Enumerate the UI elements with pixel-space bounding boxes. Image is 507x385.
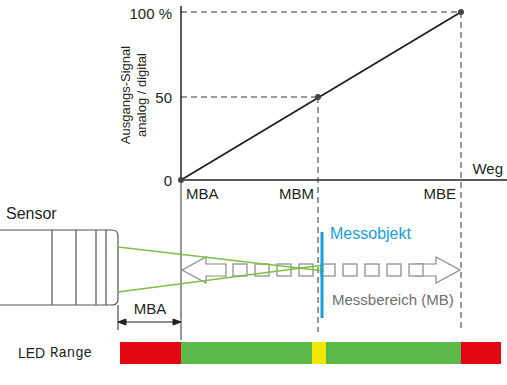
light-beam [118,247,324,292]
axis-tick-label: MBE [423,185,456,202]
sensor-groove [75,230,76,305]
dimension-arrow [173,319,181,325]
extension-line [118,305,119,330]
arrow-dash [387,264,401,276]
axes [181,6,507,180]
range-label: Messbereich (MB) [330,291,456,308]
dashed-guide [318,97,319,332]
beam-line [118,265,324,292]
sensor-groove [95,230,96,305]
led-label: Range [50,345,92,361]
sensor-groove [51,230,52,305]
axis-tick-label: 100 % [129,5,172,22]
sensor-housing [0,230,118,305]
axis-tick-label: MBA [186,185,219,202]
arrow-dash [365,264,379,276]
guide-lines [181,12,461,340]
mba-line [181,180,182,340]
part-name: Messobjekt [330,225,411,243]
arrow-dash [233,264,247,276]
sensor-groove [105,230,106,305]
led-label: LED [18,345,45,361]
y-axis [180,6,182,180]
target-object [321,232,324,318]
led-green-zone [181,342,312,364]
point [458,9,464,15]
led-range-bar [120,342,501,364]
led-green-zone [326,342,461,364]
dashed-guide [181,12,461,13]
axis-tick-label: 50 [155,89,172,106]
axis-title: Ausgangs-Signal analog / digital [118,39,150,151]
point [178,177,184,183]
characteristic-line [181,12,461,180]
led-red-zone [120,342,181,364]
arrow-dash [409,264,423,276]
arrow-dashes [233,264,423,276]
dimension-label: MBA [134,300,167,317]
axis-tick-label: 0 [164,172,172,189]
x-axis [181,179,507,181]
part-name: Sensor [6,205,57,223]
dimension-line [118,322,181,323]
sensor-body [0,230,118,305]
dashed-guide [181,97,318,98]
points [178,9,464,183]
axis-title: Weg [472,160,503,177]
led-red-zone [461,342,501,364]
point [315,94,321,100]
beam-line [118,247,324,271]
dashed-guide [461,12,462,332]
led-yellow-zone [312,342,326,364]
arrow-dash [343,264,357,276]
axis-tick-label: MBM [279,185,314,202]
dimension-arrow [118,319,126,325]
